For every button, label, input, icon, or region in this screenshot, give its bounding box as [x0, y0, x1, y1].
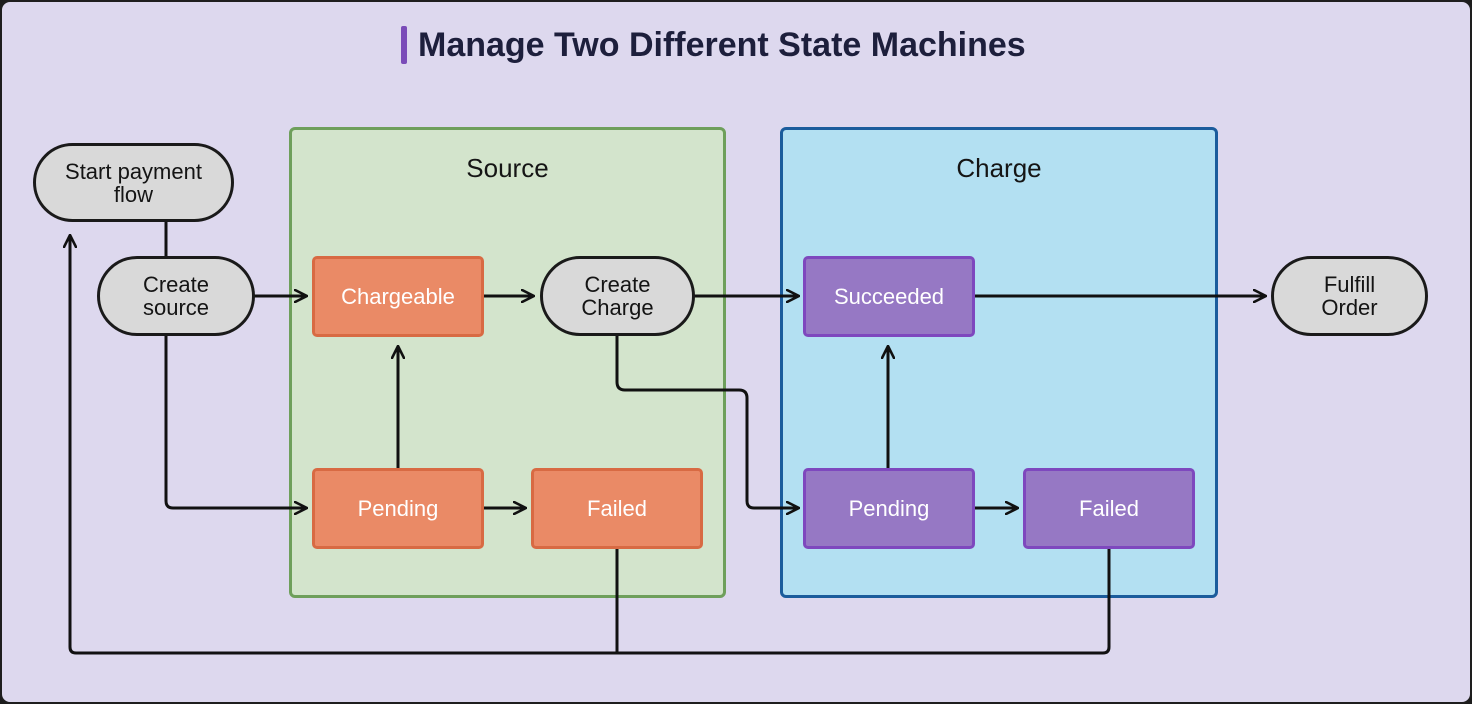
charge-succeeded-state: Succeeded	[803, 256, 975, 337]
source-chargeable-state: Chargeable	[312, 256, 484, 337]
create-charge-node: Create Charge	[540, 256, 695, 336]
charge-group-label: Charge	[956, 153, 1042, 183]
fulfill-order-node: Fulfill Order	[1271, 256, 1428, 336]
title-accent-bar	[401, 26, 407, 64]
source-pending-state: Pending	[312, 468, 484, 549]
diagram-title: Manage Two Different State Machines	[418, 26, 1026, 64]
charge-failed-state: Failed	[1023, 468, 1195, 549]
source-group-label: Source	[466, 153, 549, 183]
create-source-node: Create source	[97, 256, 255, 336]
start-payment-flow-node: Start payment flow	[33, 143, 234, 222]
connector-create-charge-to-charge-pending	[615, 336, 799, 508]
connector-charge-failed-return	[70, 235, 1111, 655]
charge-pending-state: Pending	[803, 468, 975, 549]
connector-create-source-to-pending	[164, 335, 307, 508]
source-failed-state: Failed	[531, 468, 703, 549]
